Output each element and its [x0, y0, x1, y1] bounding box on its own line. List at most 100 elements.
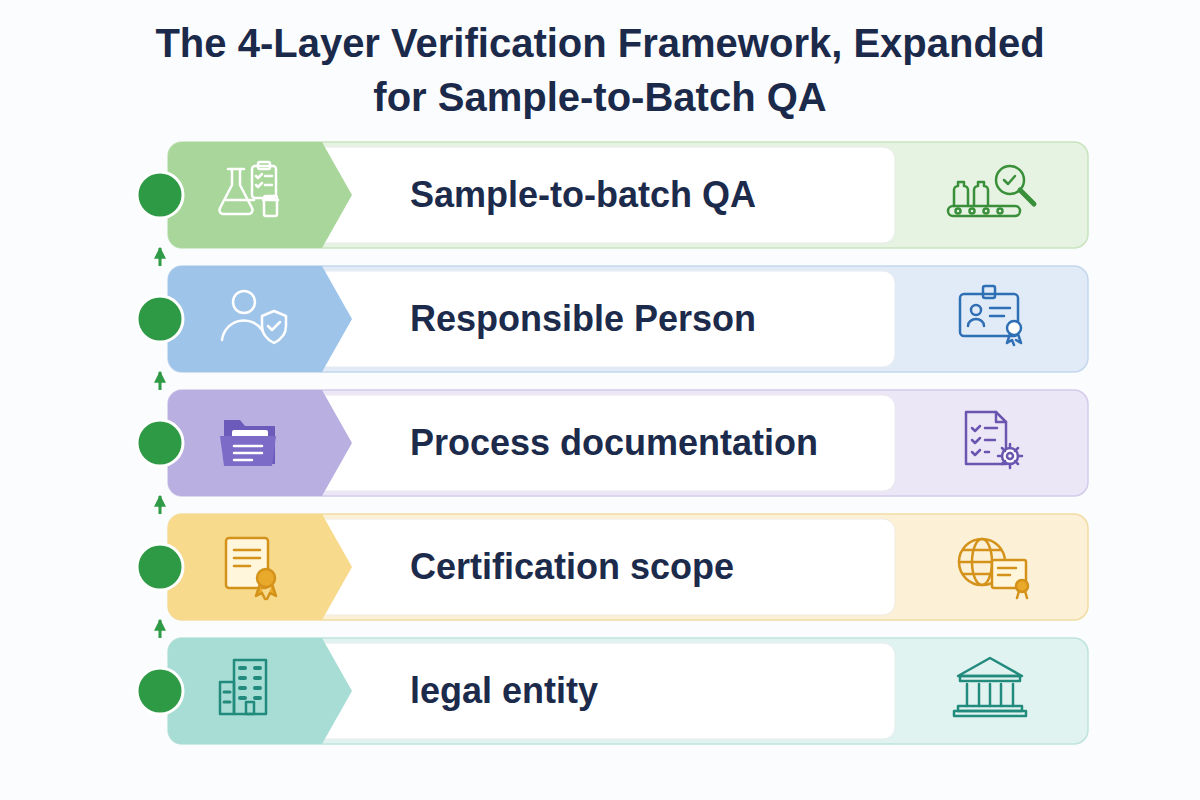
flow-arrow [159, 620, 162, 638]
layer-band [300, 271, 895, 367]
office-building-icon [246, 702, 254, 714]
inspection-icon [1020, 190, 1034, 204]
office-building-icon [224, 692, 230, 702]
person-shield-icon [222, 320, 262, 340]
office-building-icon [220, 660, 266, 714]
lab-icon [219, 169, 252, 214]
person-shield-icon [233, 291, 255, 313]
layer-band [300, 395, 895, 491]
lab-icon [263, 199, 278, 202]
connector-group [160, 496, 161, 514]
person-shield-icon [262, 311, 286, 343]
flow-arrow [159, 496, 162, 514]
layer-band [300, 147, 895, 243]
lab-icon [258, 162, 270, 169]
lab-icon [256, 174, 272, 187]
lab-icon [226, 199, 254, 202]
badge-icon [990, 308, 1010, 316]
layer-label: Certification scope [410, 546, 734, 588]
layer-dot [137, 668, 183, 714]
checklist-gear-icon [1007, 453, 1013, 459]
badge-icon [983, 286, 995, 298]
globe-certificate-icon [1016, 580, 1028, 592]
diagram-title: The 4-Layer Verification Framework, Expa… [150, 16, 1050, 124]
layer-label: Sample-to-batch QA [410, 174, 756, 216]
office-building-icon [240, 668, 260, 698]
folder-icon [220, 436, 276, 466]
layer-band [168, 390, 1088, 496]
lab-icon [252, 166, 276, 198]
inspection-icon [954, 182, 968, 206]
badge-icon [1007, 321, 1021, 335]
flow-arrow [159, 248, 162, 266]
folder-icon [220, 420, 276, 466]
layer-band [168, 638, 1088, 744]
layer-box: Certification scope [136, 514, 1088, 620]
badge-icon [971, 305, 981, 315]
layer-chevron [168, 266, 352, 372]
checklist-gear-icon [972, 426, 997, 455]
checklist-gear-icon [966, 412, 1022, 468]
layer-band [137, 390, 1088, 496]
connector-group [160, 372, 161, 390]
office-building-icon [220, 682, 234, 714]
layer-dot [137, 544, 183, 590]
layer-chevron [168, 638, 352, 744]
person-shield-icon [268, 322, 280, 330]
layer-band [137, 638, 1088, 744]
layer-band [300, 519, 895, 615]
layer-band [168, 514, 1088, 620]
checklist-gear-icon [996, 412, 1006, 422]
folder-icon [234, 446, 262, 460]
layer-band [168, 266, 1088, 372]
layer-dot [137, 420, 183, 466]
layer-chevron [168, 390, 352, 496]
certificate-icon [226, 538, 276, 599]
layer-band [137, 514, 1088, 620]
institution-icon [967, 684, 1013, 706]
certificate-icon [234, 550, 260, 566]
office-building-icon [234, 660, 266, 714]
flow-arrow [159, 372, 162, 390]
certificate-icon [257, 569, 275, 587]
inspection-icon [970, 209, 975, 214]
connector-group [160, 248, 161, 266]
inspection-icon [998, 209, 1003, 214]
inspection-icon [948, 206, 1020, 216]
layer-box: Process documentation [136, 390, 1088, 496]
globe-certificate-icon [959, 539, 1028, 598]
institution-icon [954, 711, 1026, 716]
institution-icon [958, 658, 1022, 676]
inspection-icon [948, 166, 1034, 216]
lab-icon [219, 162, 278, 216]
layer-box: legal entity [136, 638, 1088, 744]
lab-icon [264, 196, 277, 216]
globe-certificate-icon [1017, 591, 1027, 598]
layer-box: Sample-to-batch QA [136, 142, 1088, 248]
layer-band [137, 142, 1088, 248]
badge-icon [1007, 334, 1021, 345]
layer-box: Responsible Person [136, 266, 1088, 372]
checklist-gear-icon [998, 444, 1022, 468]
institution-icon [960, 676, 1020, 681]
globe-certificate-icon [998, 568, 1016, 575]
person-shield-icon [222, 291, 286, 343]
layer-band [300, 643, 895, 739]
layer-band [137, 266, 1088, 372]
layer-chevron [168, 142, 352, 248]
layer-label: Process documentation [410, 422, 818, 464]
layer-chevron [168, 514, 352, 620]
layer-dot [137, 296, 183, 342]
badge-icon [968, 319, 984, 326]
badge-icon [960, 286, 1021, 345]
inspection-icon [974, 182, 988, 206]
layer-band [168, 142, 1088, 248]
inspection-icon [1004, 176, 1015, 184]
connector-group [160, 620, 161, 638]
layer-label: legal entity [410, 670, 598, 712]
inspection-icon [956, 209, 961, 214]
layer-label: Responsible Person [410, 298, 756, 340]
